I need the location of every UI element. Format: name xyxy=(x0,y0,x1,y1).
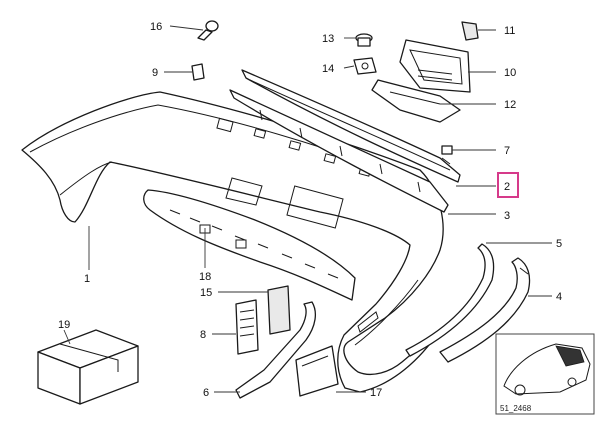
part-4-side-moulding[interactable] xyxy=(439,257,531,363)
callouts: 16 9 13 14 11 10 12 7 2 3 5 4 1 18 15 8 … xyxy=(58,21,562,399)
callout-1[interactable]: 1 xyxy=(84,273,90,285)
part-6-reinforcement[interactable] xyxy=(235,301,317,399)
callout-3[interactable]: 3 xyxy=(504,210,510,222)
callout-2[interactable]: 2 xyxy=(504,181,510,193)
thumbnail-code: 51_2468 xyxy=(500,404,532,413)
part-2-upper-trim-strip[interactable] xyxy=(241,69,461,183)
part-15-bracket[interactable] xyxy=(267,285,291,335)
part-19-kit-box[interactable] xyxy=(37,329,139,405)
callout-17[interactable]: 17 xyxy=(370,387,382,399)
callout-15[interactable]: 15 xyxy=(200,287,212,299)
part-9-clip[interactable] xyxy=(191,63,205,81)
callout-4[interactable]: 4 xyxy=(556,291,562,303)
part-17-bracket[interactable] xyxy=(295,345,339,397)
car-thumbnail-icon xyxy=(503,343,591,396)
callout-2-highlight-box xyxy=(497,172,519,198)
callout-6[interactable]: 6 xyxy=(203,387,209,399)
part-3-trim-strip[interactable] xyxy=(229,89,449,213)
part-18-lower-trim[interactable] xyxy=(143,189,356,301)
callout-13[interactable]: 13 xyxy=(322,33,334,45)
part-13-nut[interactable] xyxy=(355,33,373,47)
part-12-support[interactable] xyxy=(371,79,461,123)
callout-7[interactable]: 7 xyxy=(504,145,510,157)
callout-14[interactable]: 14 xyxy=(322,63,334,75)
part-8-guide[interactable] xyxy=(235,299,259,355)
callout-10[interactable]: 10 xyxy=(504,67,516,79)
callout-12[interactable]: 12 xyxy=(504,99,516,111)
callout-9[interactable]: 9 xyxy=(152,67,158,79)
part-10-bracket[interactable] xyxy=(399,39,471,93)
part-11-clip[interactable] xyxy=(461,21,479,41)
part-5-side-strip[interactable] xyxy=(405,243,495,357)
callout-11[interactable]: 11 xyxy=(504,25,515,37)
part-16-grommet[interactable] xyxy=(197,20,219,41)
callout-18[interactable]: 18 xyxy=(199,271,211,283)
callout-19[interactable]: 19 xyxy=(58,319,70,331)
callout-5[interactable]: 5 xyxy=(556,238,562,250)
part-14-retainer[interactable] xyxy=(353,57,377,75)
callout-16[interactable]: 16 xyxy=(150,21,162,33)
car-thumbnail: 51_2468 xyxy=(495,333,595,415)
callout-8[interactable]: 8 xyxy=(200,329,206,341)
leader-lines xyxy=(63,25,552,393)
